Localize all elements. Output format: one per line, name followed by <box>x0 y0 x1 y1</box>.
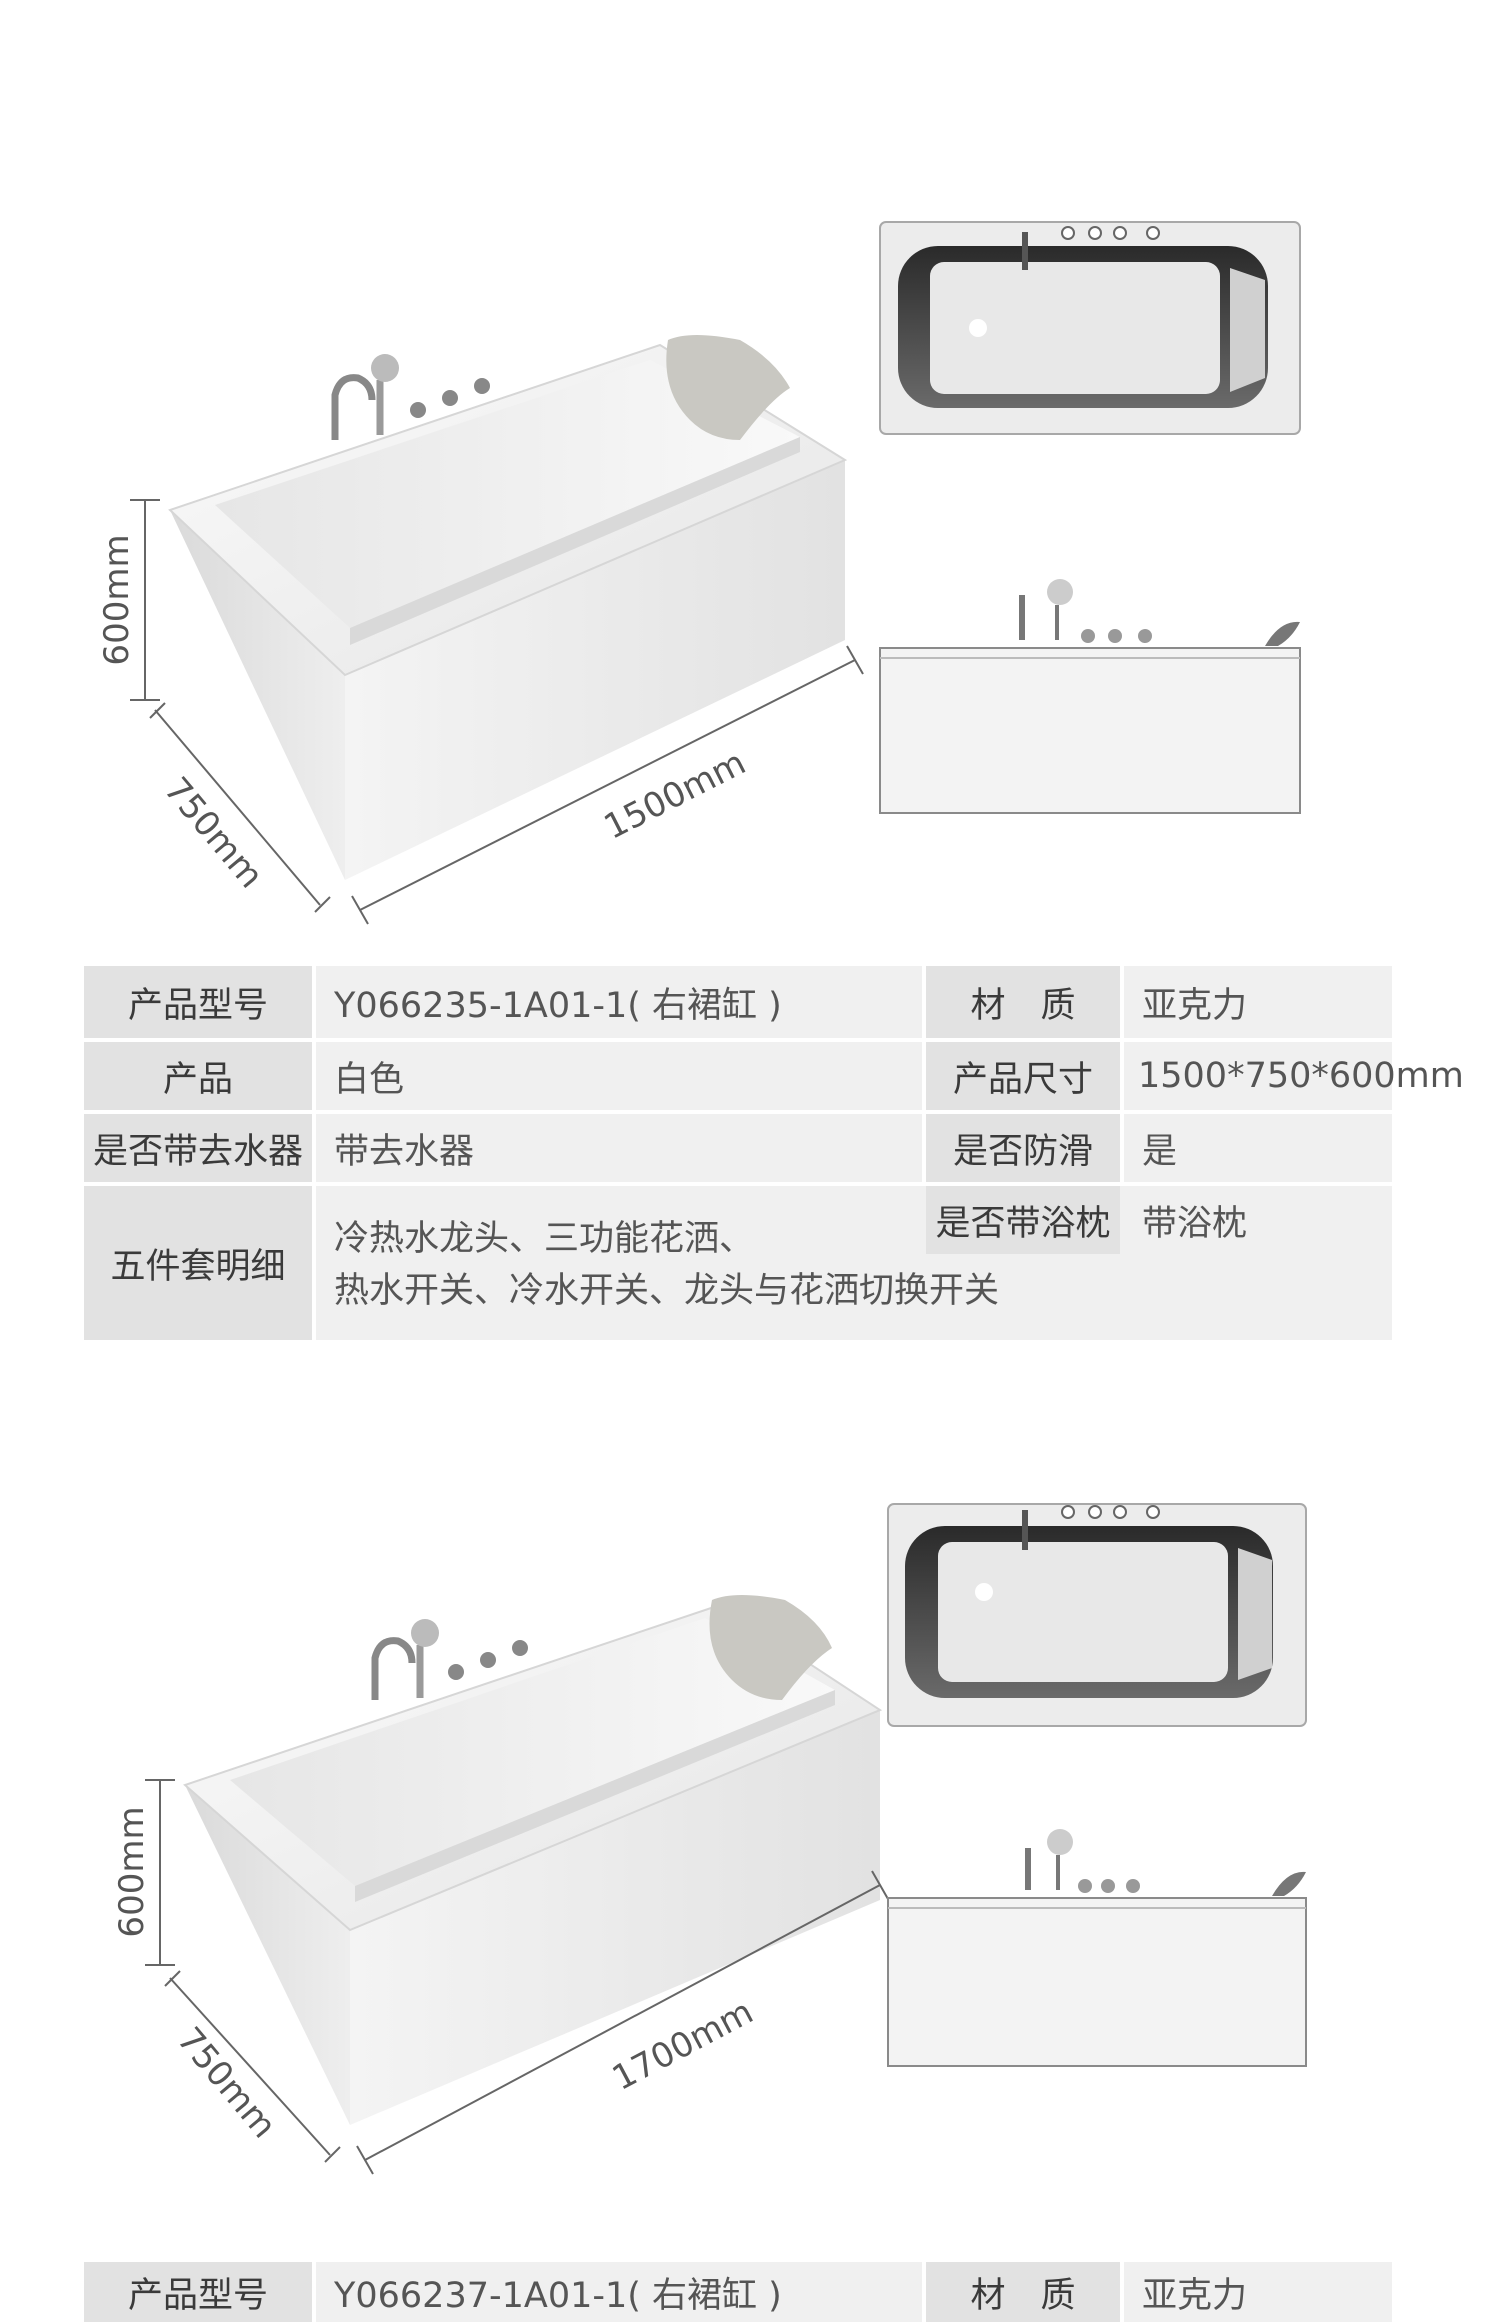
table-row: 产品型号 Y066237-1A01-1( 右裙缸 ) 材 质 亚克力 <box>84 2262 1392 2322</box>
spec-label-drain: 是否带去水器 <box>84 1114 312 1182</box>
spec-label-color: 产品 <box>84 1042 312 1110</box>
spec-label-size: 产品尺寸 <box>926 1042 1120 1110</box>
tub-top-view <box>887 1503 1307 1727</box>
tub-top-view <box>879 221 1301 435</box>
spec-value-size: 1500*750*600mm <box>1124 1042 1464 1110</box>
dim-depth-label: 750mm <box>169 2020 284 2146</box>
dimension-lines <box>145 1779 889 2175</box>
kit-line-2: 热水开关、冷水开关、龙头与花洒切换开关 <box>334 1271 1000 1311</box>
spec-value-material: 亚克力 <box>1124 2262 1392 2322</box>
dim-length-label: 1500mm <box>598 743 752 848</box>
product-section-1: 600mm 750mm 1500mm <box>84 221 1464 1340</box>
spec-label-model: 产品型号 <box>84 966 312 1038</box>
spec-label-kit: 五件套明细 <box>84 1186 312 1340</box>
tub-front-view <box>879 579 1301 814</box>
spec-value-material: 亚克力 <box>1124 966 1392 1038</box>
bathtub-illustration-2: 600mm 750mm 1700mm <box>112 1503 1307 2175</box>
spec-label-antislip: 是否防滑 <box>926 1114 1120 1182</box>
bathtub-illustration-1: 600mm 750mm 1500mm <box>97 221 1301 925</box>
table-row: 五件套明细 是否带浴枕 带浴枕 冷热水龙头、三功能花洒、 热水开关、冷水开关、龙… <box>84 1186 1392 1340</box>
spec-value-kit: 冷热水龙头、三功能花洒、 热水开关、冷水开关、龙头与花洒切换开关 <box>316 1200 1156 1330</box>
table-row: 产品 白色 产品尺寸 1500*750*600mm <box>84 1042 1464 1110</box>
spec-label-material: 材 质 <box>926 966 1120 1038</box>
dim-height-label: 600mm <box>112 1806 152 1937</box>
tub-front-view <box>887 1829 1307 2067</box>
spec-value-model: Y066235-1A01-1( 右裙缸 ) <box>316 966 922 1038</box>
dim-height-label: 600mm <box>97 534 137 665</box>
spec-value-drain: 带去水器 <box>316 1114 922 1182</box>
product-section-2: 600mm 750mm 1700mm <box>0 1400 1500 2322</box>
spec-label-model: 产品型号 <box>84 2262 312 2322</box>
spec-table-2: 产品型号 Y066237-1A01-1( 右裙缸 ) 材 质 亚克力 <box>84 2262 1392 2322</box>
tub-3d-view <box>183 1595 883 2125</box>
dim-length-label: 1700mm <box>606 1992 760 2099</box>
spec-value-pillow: 带浴枕 <box>1124 1186 1392 1254</box>
tub-3d-view <box>168 335 848 880</box>
spec-value-model: Y066237-1A01-1( 右裙缸 ) <box>316 2262 922 2322</box>
spec-value-color: 白色 <box>316 1042 922 1110</box>
dimension-lines <box>130 499 864 925</box>
kit-line-1: 冷热水龙头、三功能花洒、 <box>334 1219 755 1259</box>
dim-depth-label: 750mm <box>156 770 271 896</box>
spec-label-material: 材 质 <box>926 2262 1120 2322</box>
spec-table-1: 产品型号 Y066235-1A01-1( 右裙缸 ) 材 质 亚克力 产品 白色… <box>84 966 1464 1340</box>
spec-label-pillow: 是否带浴枕 <box>926 1186 1120 1254</box>
table-row: 产品型号 Y066235-1A01-1( 右裙缸 ) 材 质 亚克力 <box>84 966 1392 1038</box>
spec-value-antislip: 是 <box>1124 1114 1392 1182</box>
table-row: 是否带去水器 带去水器 是否防滑 是 <box>84 1114 1392 1182</box>
